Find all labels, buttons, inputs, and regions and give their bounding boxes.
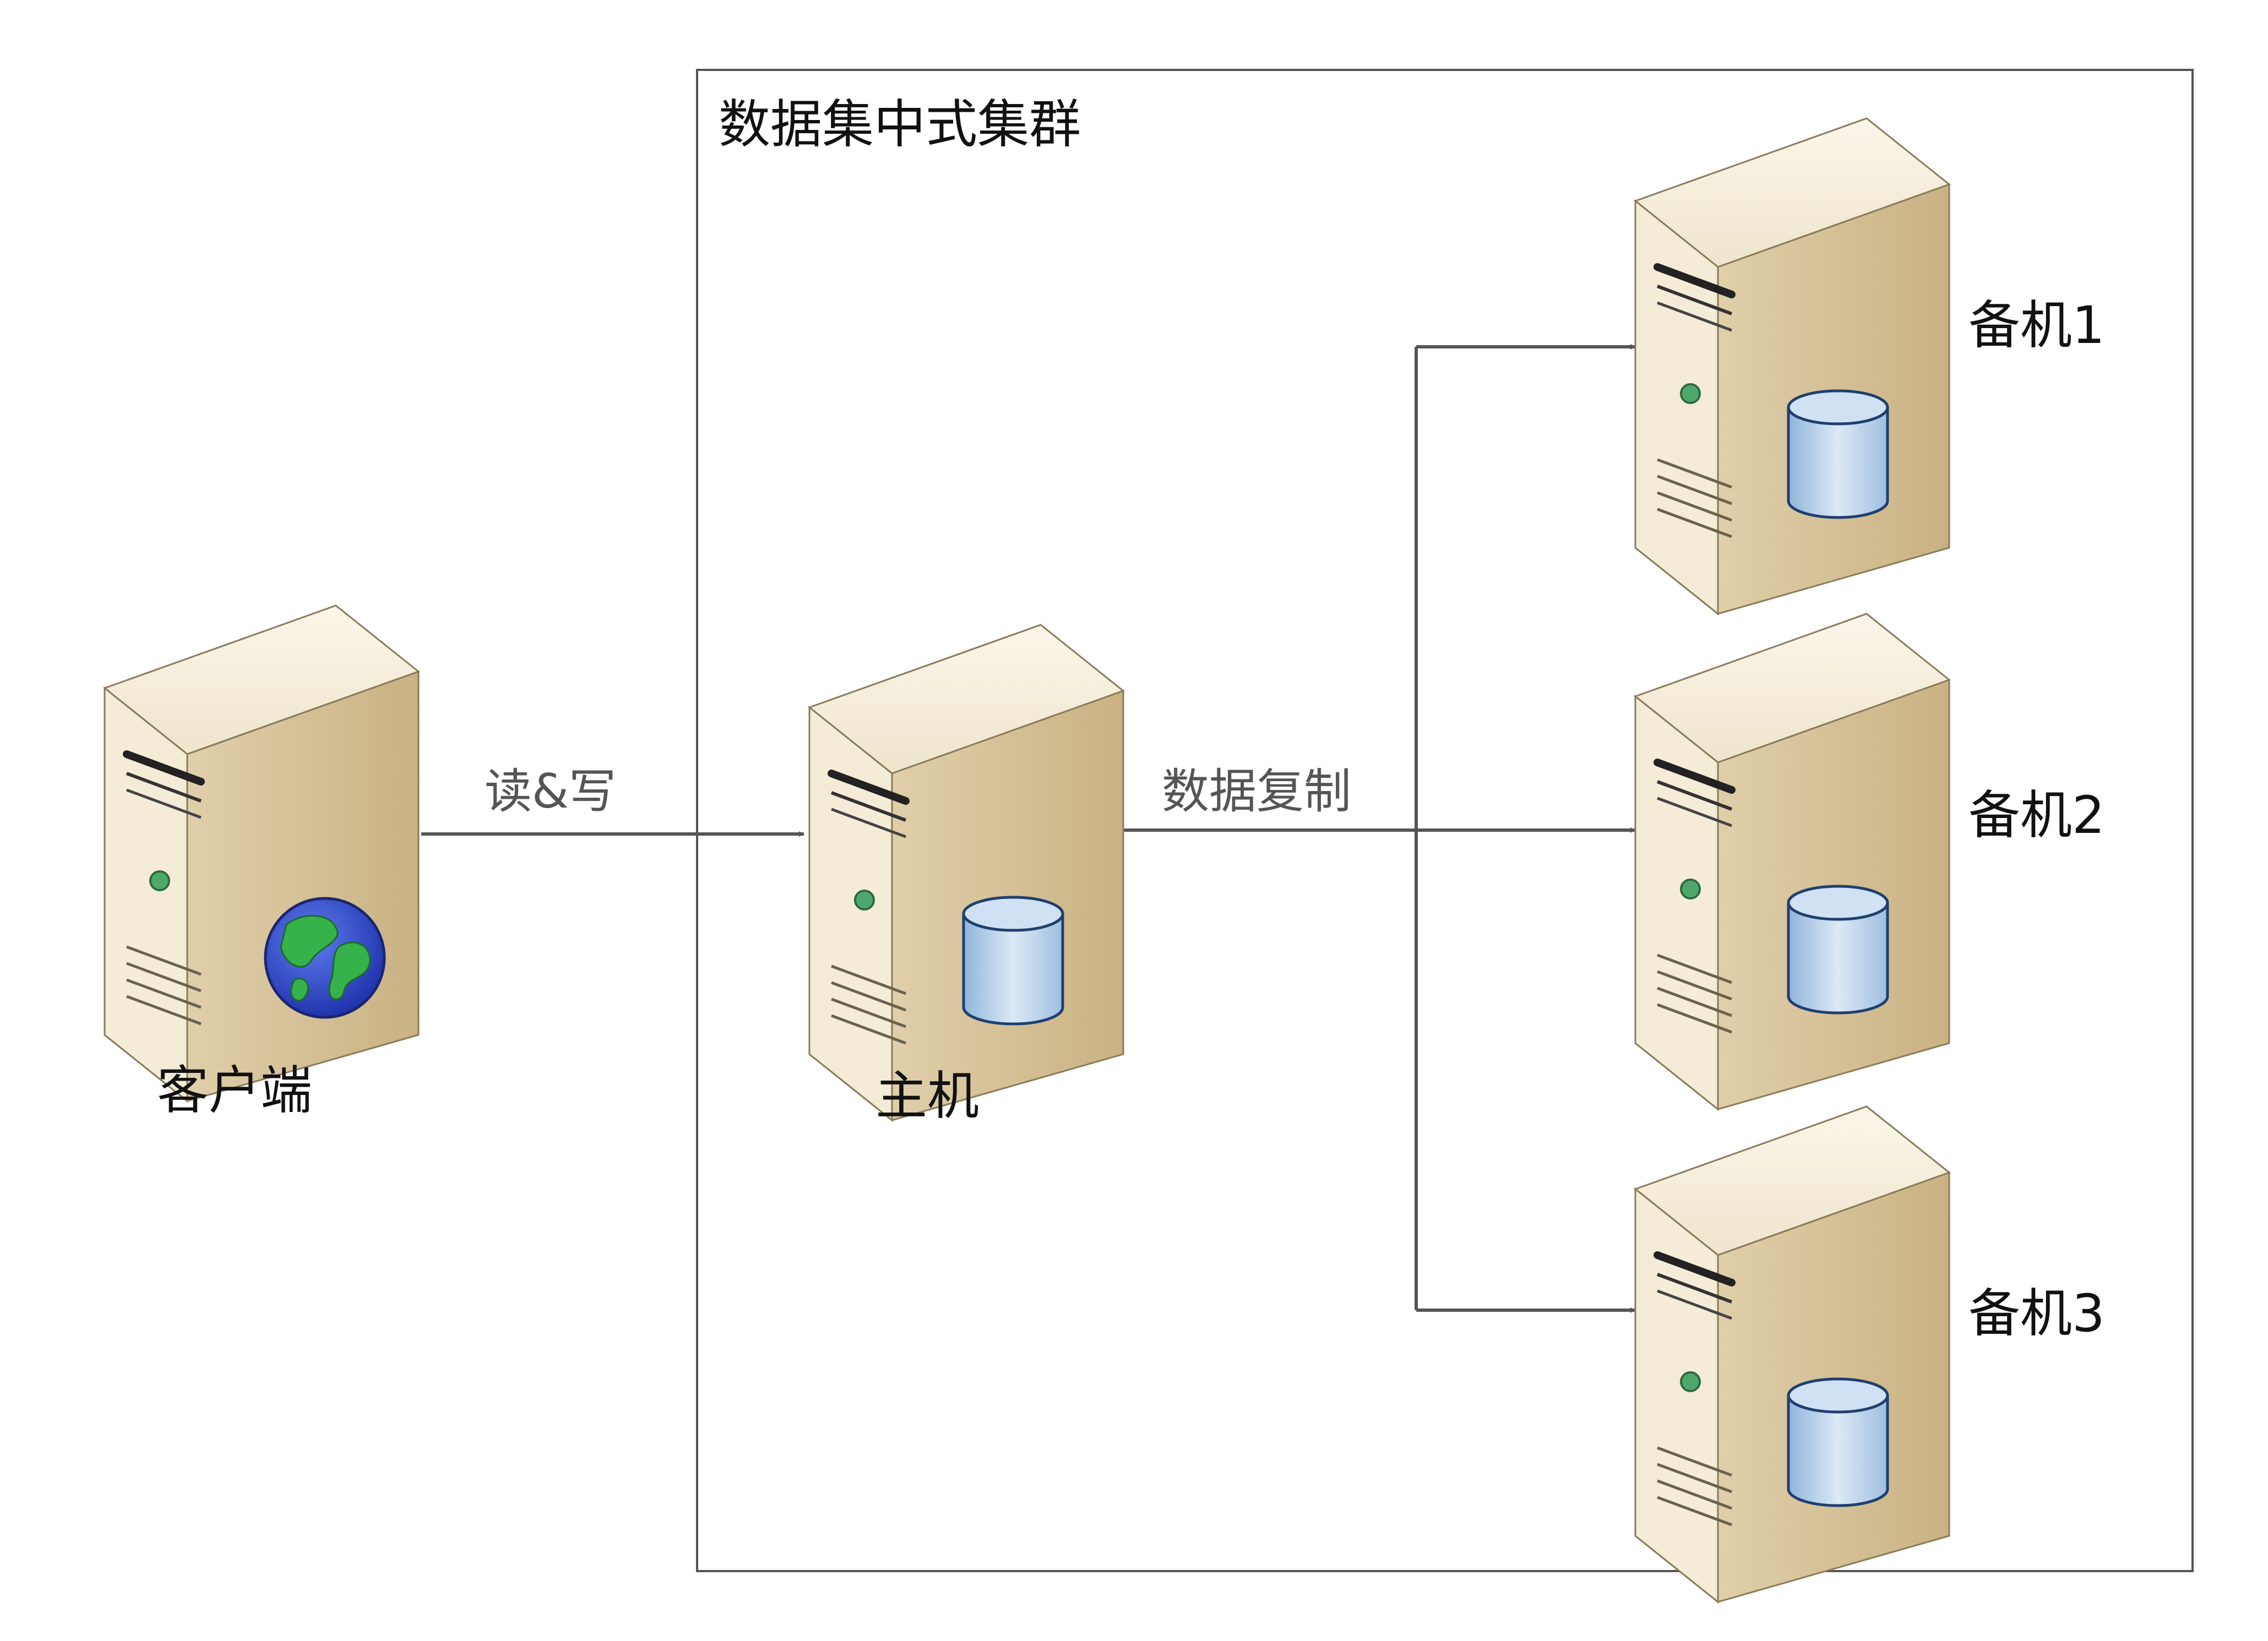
replica2-server-icon	[1635, 614, 1949, 1109]
replica2-label: 备机2	[1968, 786, 2105, 846]
database-icon	[964, 897, 1063, 1024]
cluster-boundary	[696, 69, 2194, 1572]
replication-label: 数据复制	[1162, 764, 1351, 819]
client-server-icon	[105, 606, 418, 1101]
globe-icon	[264, 897, 386, 1019]
replica1-label: 备机1	[1968, 296, 2105, 356]
replica3-label: 备机3	[1968, 1284, 2105, 1344]
read-write-label: 读&写	[485, 764, 617, 819]
replica1-server-icon	[1635, 118, 1949, 614]
connectors	[421, 344, 1636, 1313]
client-label: 客户端	[157, 1061, 313, 1121]
database-icon	[1788, 886, 1888, 1013]
cluster-title: 数据集中式集群	[719, 95, 1081, 155]
primary-server-icon	[809, 625, 1123, 1120]
database-icon	[1788, 391, 1888, 517]
replica3-server-icon	[1635, 1106, 1949, 1602]
database-icon	[1788, 1379, 1888, 1506]
primary-label: 主机	[875, 1066, 980, 1126]
